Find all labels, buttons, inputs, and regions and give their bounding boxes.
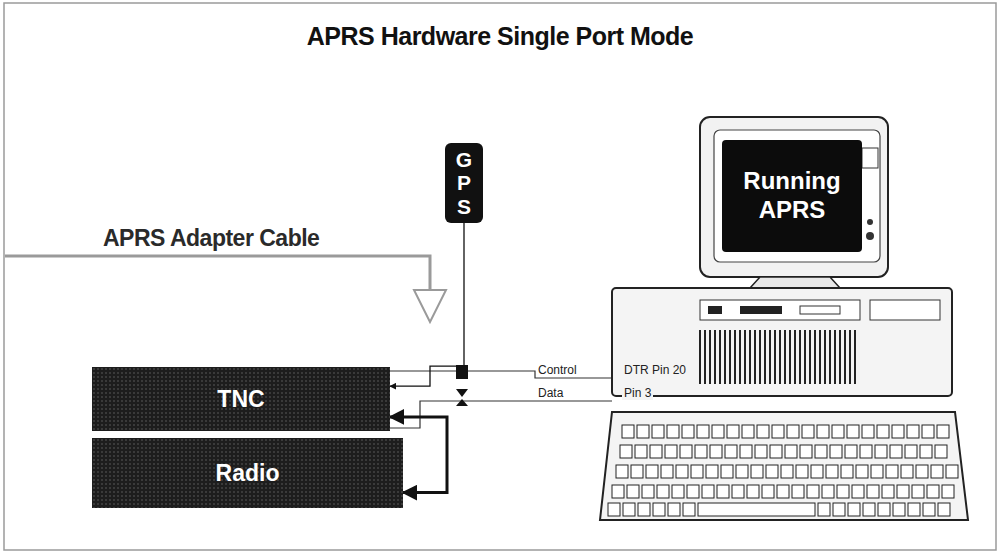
gps-box: GPS — [445, 143, 483, 223]
signal-name: Data — [538, 386, 563, 400]
node-text: Running APRS — [737, 167, 847, 225]
tnc-box: TNC — [92, 367, 390, 431]
control-plug — [456, 365, 468, 379]
computer-monitor — [700, 117, 888, 288]
pin-name: Pin 3 — [622, 386, 653, 400]
node-text: TNC — [217, 386, 264, 413]
connector — [390, 223, 464, 386]
node-text: GPS — [454, 148, 475, 217]
pin-name: DTR Pin 20 — [622, 363, 688, 377]
frame — [4, 3, 996, 550]
keyboard — [600, 412, 968, 520]
pointer-head — [414, 290, 446, 322]
monitor-screen: Running APRS — [722, 140, 862, 252]
radio-box: Radio — [92, 438, 403, 508]
signal-name: Control — [538, 363, 577, 377]
pointer-line — [5, 256, 430, 290]
diagram-title: APRS Hardware Single Port Mode — [0, 22, 1000, 51]
adapter-cable — [390, 371, 612, 428]
data-junction — [456, 389, 468, 397]
data-junction — [456, 399, 468, 406]
computer-chassis — [612, 288, 952, 396]
node-text: Radio — [216, 460, 280, 487]
cable-label: APRS Adapter Cable — [103, 225, 319, 252]
